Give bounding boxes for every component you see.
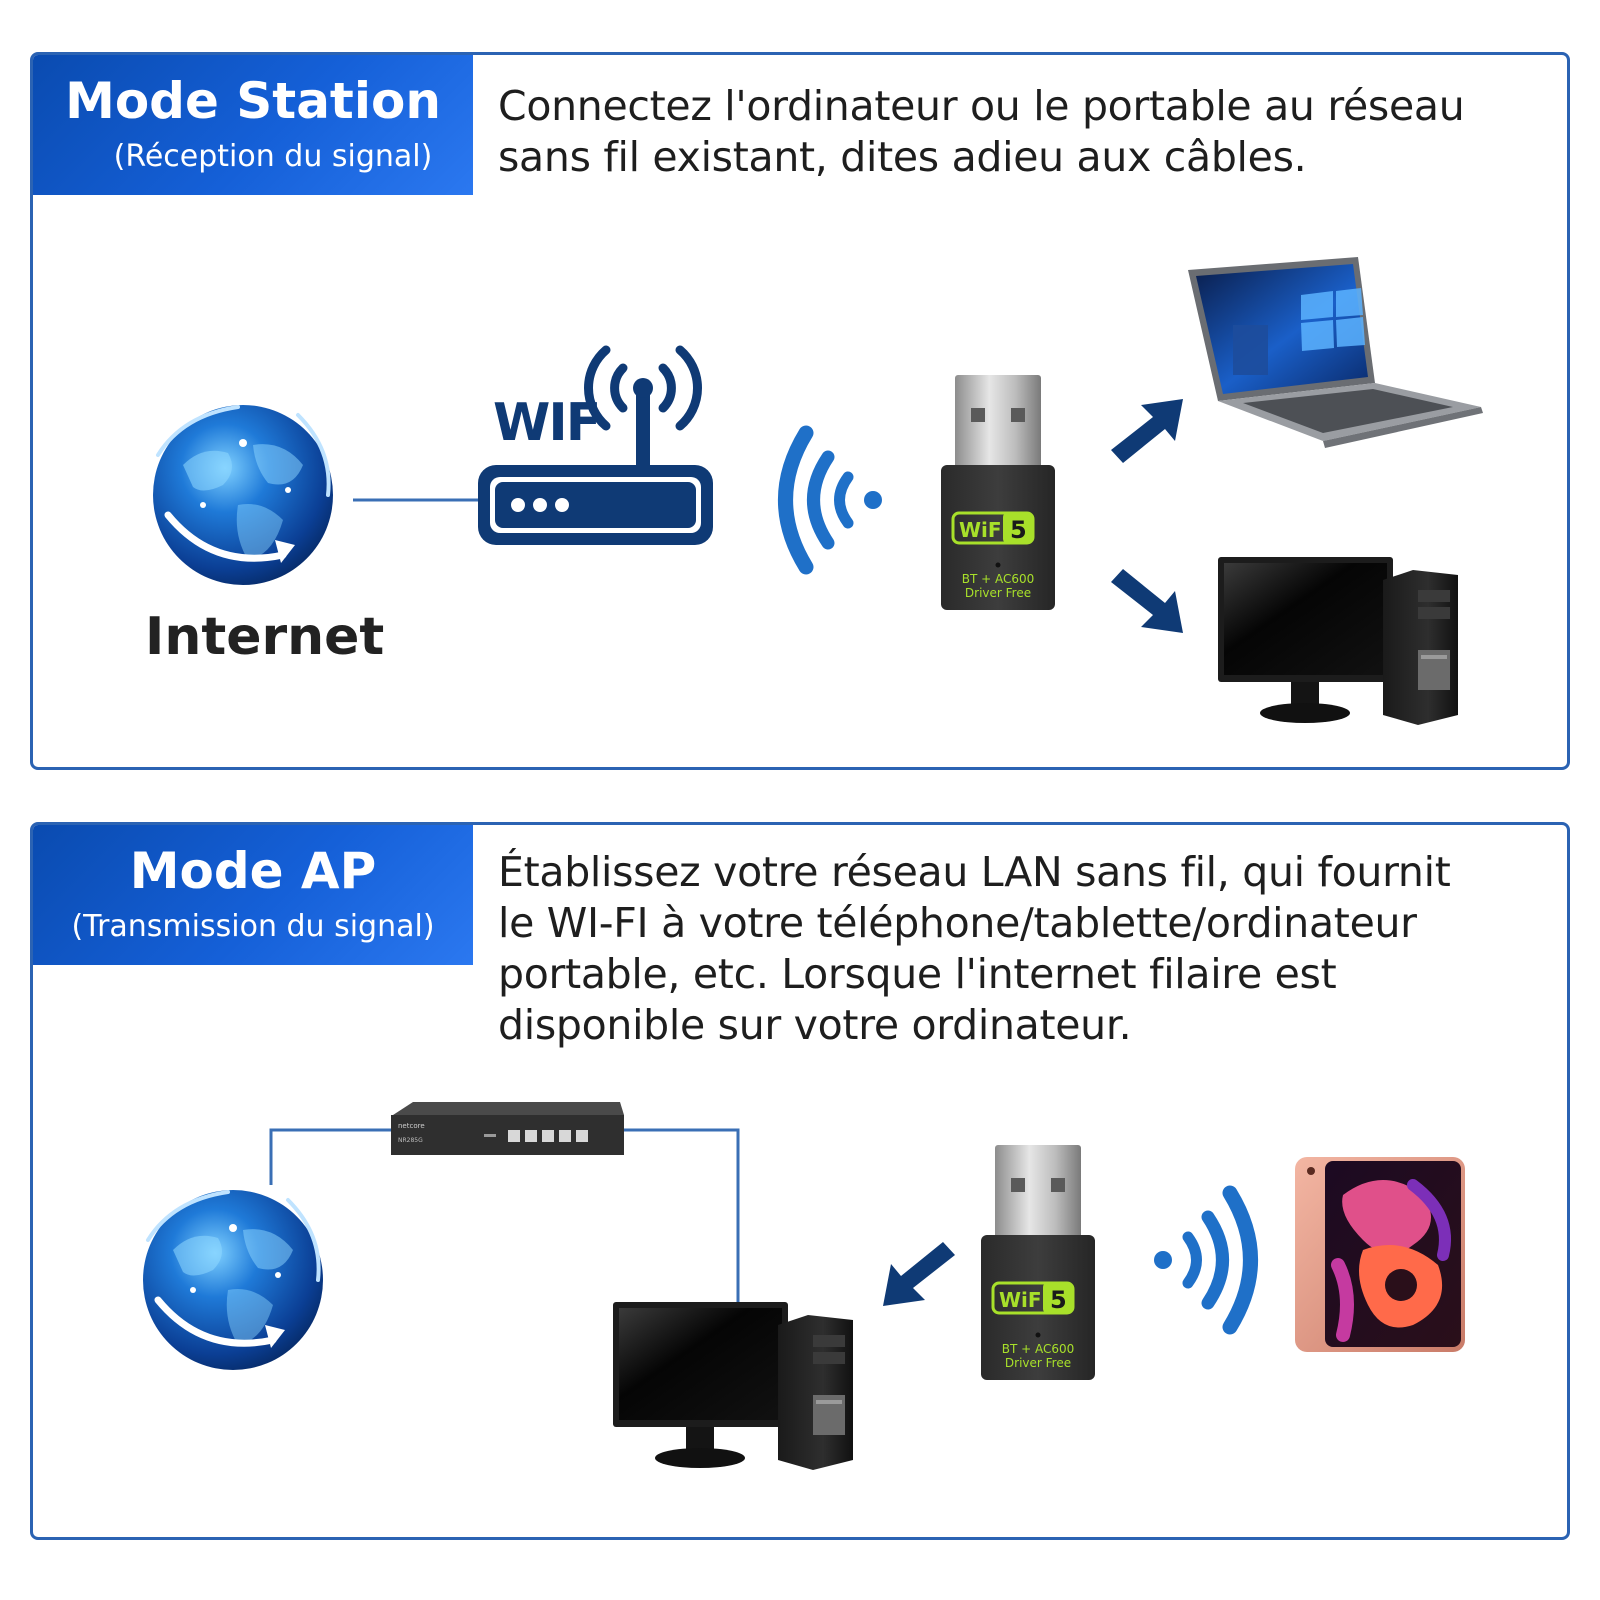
adapter-spec-1: BT + AC600 xyxy=(962,572,1035,586)
globe-icon xyxy=(153,405,333,585)
adapter-spec-1: BT + AC600 xyxy=(1002,1342,1075,1356)
station-description: Connectez l'ordinateur ou le portable au… xyxy=(498,81,1557,183)
laptop-icon xyxy=(1188,257,1483,448)
router-label: WIF xyxy=(493,393,601,453)
internet-label: Internet xyxy=(145,607,385,667)
desktop-computer-icon xyxy=(613,1302,853,1470)
station-description-line: sans fil existant, dites adieu aux câble… xyxy=(498,133,1307,181)
usb-wifi-adapter-icon: WiFi 5 BT + AC600 Driver Free xyxy=(941,375,1055,610)
ap-mode-panel: Mode AP (Transmission du signal) Établis… xyxy=(30,822,1570,1540)
station-mode-header: Mode Station (Réception du signal) xyxy=(33,55,473,195)
tablet-icon xyxy=(1295,1157,1465,1352)
desktop-computer-icon xyxy=(1218,557,1458,725)
arrow-icon xyxy=(1111,399,1183,463)
adapter-brand: WiFi xyxy=(999,1288,1048,1312)
ap-mode-header: Mode AP (Transmission du signal) xyxy=(33,825,473,965)
adapter-spec-2: Driver Free xyxy=(965,586,1031,600)
adapter-brand: WiFi xyxy=(959,518,1008,542)
adapter-brand-number: 5 xyxy=(1010,516,1027,544)
switch-model: NR285G xyxy=(398,1137,423,1144)
switch-brand: netcore xyxy=(398,1122,425,1130)
station-mode-panel: Mode Station (Réception du signal) Conne… xyxy=(30,52,1570,770)
wifi-signal-icon xyxy=(778,425,882,575)
wifi-signal-icon xyxy=(1154,1185,1258,1335)
globe-icon xyxy=(143,1190,323,1370)
usb-wifi-adapter-icon: WiFi 5 BT + AC600 Driver Free xyxy=(981,1145,1095,1380)
station-mode-subtitle: (Réception du signal) xyxy=(113,139,433,174)
ap-mode-title: Mode AP xyxy=(129,842,377,900)
ap-description-line: le WI-FI à votre téléphone/tablette/ordi… xyxy=(498,899,1417,947)
arrow-icon xyxy=(883,1242,955,1306)
ap-description-line: Établissez votre réseau LAN sans fil, qu… xyxy=(498,848,1451,896)
ap-description-line: disponible sur votre ordinateur. xyxy=(498,1001,1132,1049)
ap-mode-subtitle: (Transmission du signal) xyxy=(71,909,435,944)
network-switch-icon: netcore NR285G xyxy=(391,1102,624,1155)
adapter-spec-2: Driver Free xyxy=(1005,1356,1071,1370)
connection-line xyxy=(269,1128,740,1310)
ap-description: Établissez votre réseau LAN sans fil, qu… xyxy=(498,847,1557,1051)
station-description-line: Connectez l'ordinateur ou le portable au… xyxy=(498,82,1465,130)
station-mode-title: Mode Station xyxy=(65,72,441,130)
arrow-icon xyxy=(1111,569,1183,633)
router-icon xyxy=(478,345,713,545)
connection-line xyxy=(353,498,483,502)
ap-description-line: portable, etc. Lorsque l'internet filair… xyxy=(498,950,1337,998)
adapter-brand-number: 5 xyxy=(1050,1286,1067,1314)
